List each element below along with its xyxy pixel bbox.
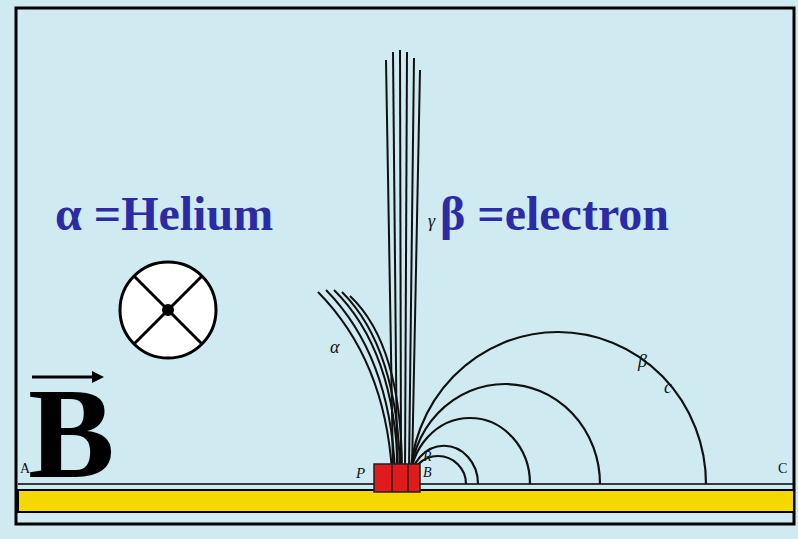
beta-tracks bbox=[410, 332, 706, 484]
plate-end-label: A bbox=[20, 462, 30, 476]
plate-end-label: C bbox=[778, 462, 787, 476]
alpha-tracks bbox=[318, 290, 402, 472]
field-symbol: B bbox=[28, 368, 115, 498]
beta-definition: β =electron bbox=[440, 190, 669, 238]
alpha-definition: α =Helium bbox=[55, 190, 273, 238]
gamma-track-label: γ bbox=[426, 212, 437, 230]
alpha-track-label: α bbox=[330, 338, 339, 356]
track-label: c bbox=[664, 378, 672, 396]
beta-track-label: β bbox=[638, 352, 647, 370]
source-label: B bbox=[423, 466, 432, 480]
source-slot bbox=[392, 464, 408, 492]
field-into-page-symbol bbox=[120, 262, 216, 358]
radium-source bbox=[374, 464, 420, 492]
frame bbox=[16, 8, 794, 524]
source-label: R bbox=[423, 450, 432, 464]
source-label: P bbox=[356, 466, 365, 481]
photo-plate bbox=[18, 490, 794, 512]
